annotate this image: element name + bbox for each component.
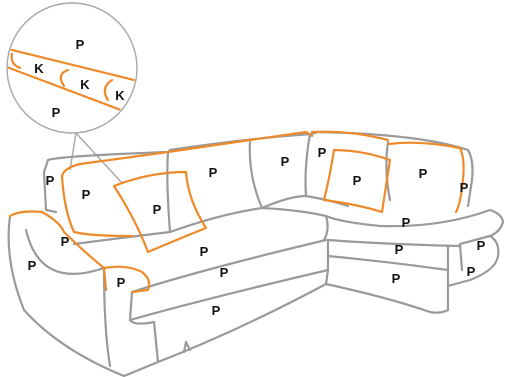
back-sep-3 — [304, 132, 312, 198]
magnifier-piping-3 — [103, 78, 114, 102]
sofa-labels: P P P P P P P P P P P P P P P P P P P P — [28, 145, 486, 318]
magnifier-trim-lower — [8, 64, 136, 120]
drawer-front — [128, 268, 330, 364]
magnifier-pointer-left — [69, 132, 77, 171]
back-sep-4 — [385, 140, 392, 202]
back-left-edge — [42, 170, 58, 214]
chaise-side-line — [458, 242, 464, 272]
label-pillow-left: P — [153, 202, 162, 217]
back-sep-1 — [166, 150, 172, 234]
label-chaise-front-top: P — [395, 242, 404, 257]
seat-corner-line — [260, 206, 329, 242]
chaise-top — [324, 208, 505, 246]
trim-back-top-right — [310, 130, 390, 142]
seat-back-line — [72, 194, 350, 246]
sofa-trim — [8, 130, 465, 294]
label-chaise-seat: P — [402, 215, 411, 230]
chaise-corner — [428, 244, 450, 314]
label-pillow-right: P — [353, 173, 362, 188]
foot-1 — [182, 340, 192, 354]
label-seat: P — [200, 244, 209, 259]
label-back-far-right: P — [460, 180, 469, 195]
label-chaise-side: P — [467, 264, 476, 279]
sofa-outline — [7, 130, 505, 377]
label-back-cushion-center: P — [209, 165, 218, 180]
label-armrest-front: P — [117, 275, 126, 290]
label-back-corner-edge: P — [318, 145, 327, 160]
magnifier-circle — [6, 2, 138, 134]
chaise-side — [446, 234, 500, 288]
chaise-front-line-1 — [326, 254, 450, 272]
armrest-outer — [7, 214, 160, 377]
label-back-far-left: P — [46, 173, 55, 188]
chaise-bottom — [324, 282, 432, 314]
back-sep-2 — [248, 140, 264, 210]
magnifier-inset: P K K K P — [6, 2, 138, 184]
label-seat-front: P — [220, 265, 229, 280]
seat-front-top — [130, 238, 328, 294]
label-armrest-top: P — [61, 234, 70, 249]
pillow-right — [322, 148, 392, 214]
magnifier-piping-1 — [10, 52, 22, 70]
magnifier-trim-upper — [8, 46, 136, 84]
pillow-left — [112, 170, 208, 254]
chaise-front-top — [326, 238, 462, 248]
magnifier-label-p-top: P — [76, 37, 85, 52]
magnifier-label-k-1: K — [34, 61, 44, 76]
trim-armrest-front — [102, 266, 108, 292]
label-chaise-front: P — [392, 271, 401, 286]
seat-front-mid — [128, 268, 330, 322]
label-back-cushion-left: P — [82, 187, 91, 202]
label-chaise-side-top: P — [477, 238, 486, 253]
magnifier-label-k-2: K — [80, 77, 90, 92]
magnifier-pointer-right — [75, 132, 123, 184]
label-drawer: P — [212, 303, 221, 318]
trim-back-top-center — [166, 130, 314, 154]
label-back-cushion-corner: P — [281, 154, 290, 169]
magnifier-piping-2 — [59, 68, 70, 88]
trim-back-cushion-left — [60, 150, 170, 238]
trim-back-cushion-right — [386, 141, 465, 214]
trim-armrest-top — [8, 210, 151, 294]
magnifier-label-k-3: K — [115, 88, 125, 103]
armrest-inner — [24, 228, 106, 275]
label-armrest-side: P — [28, 258, 37, 273]
label-back-cushion-right: P — [419, 166, 428, 181]
magnifier-label-p-bottom: P — [52, 105, 61, 120]
back-top-edge — [42, 130, 474, 208]
